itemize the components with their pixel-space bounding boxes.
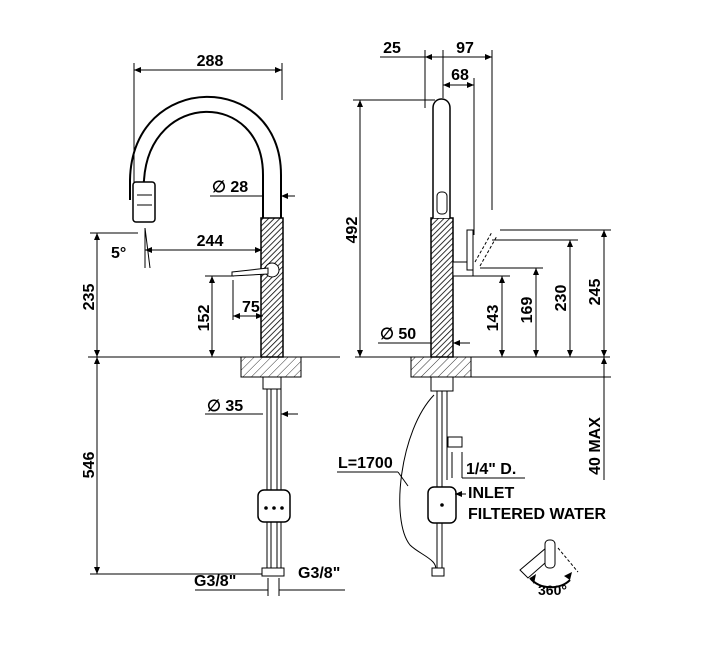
dim-angle: 5° [111,245,126,262]
rotation-icon [519,539,579,589]
inlet-label: INLET [468,485,514,502]
dim-h-143: 143 [485,305,502,332]
dim-spout-diameter: ∅ 28 [212,179,248,196]
dim-offset-25: 25 [383,40,401,57]
hose-length: L=1700 [338,455,393,472]
dim-h-230: 230 [553,285,570,312]
front-view: 288 ∅ 28 244 5° 235 152 75 ∅ 35 546 [81,53,345,596]
dim-reach-244: 244 [197,233,224,250]
dim-below-deck: 546 [81,452,98,479]
conn-left: G3/8" [194,573,236,590]
dim-lever-offset: 75 [242,299,260,316]
side-view: 25 97 68 492 ∅ 50 143 169 230 245 40 MAX [337,40,611,598]
dim-body-diameter: ∅ 35 [207,398,243,415]
dim-base-diameter: ∅ 50 [380,326,416,343]
dim-h-169: 169 [519,297,536,324]
dim-offset-97: 97 [456,40,474,57]
dim-deck-max: 40 MAX [587,417,604,475]
conn-right: G3/8" [298,565,340,582]
dim-offset-68: 68 [451,67,469,84]
inlet-size: 1/4" D. [466,461,516,478]
dim-width-288: 288 [197,53,224,70]
rotation-label: 360° [538,582,567,598]
inlet-description: FILTERED WATER [468,506,607,523]
dim-h-245: 245 [587,279,604,306]
dim-lever-height: 152 [196,305,213,332]
dim-height-492: 492 [344,217,361,244]
dim-height-235: 235 [81,284,98,311]
